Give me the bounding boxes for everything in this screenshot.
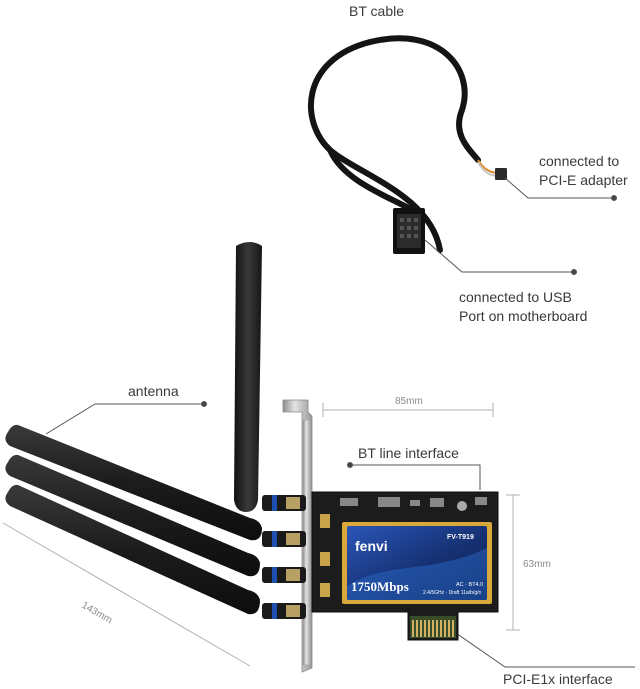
width-dimension: 85mm <box>395 396 423 407</box>
card-spec-line2: 2.4/5GHz · Draft 11a/b/g/n <box>423 590 481 596</box>
height-dimension: 63mm <box>523 559 551 570</box>
antenna-bottom <box>5 484 260 615</box>
card-brand: fenvi <box>355 538 388 554</box>
card-model: FV-T919 <box>447 534 474 541</box>
antenna-middle <box>5 454 260 577</box>
card-spec-line1: AC · BT4.0 <box>456 582 483 588</box>
card-speed: 1750Mbps <box>351 579 409 594</box>
antenna-top <box>5 424 263 541</box>
antenna-vertical <box>234 242 262 512</box>
usb-label-line1: connected to USB <box>459 289 572 305</box>
pcie-adapter-label-line2: PCI-E adapter <box>539 172 628 188</box>
dimension-lines <box>2 403 520 667</box>
pcie-interface-label: PCI-E1x interface <box>503 671 613 687</box>
bt-line-interface-label: BT line interface <box>358 445 459 461</box>
bt-cable-label: BT cable <box>349 3 404 19</box>
antenna-connectors <box>262 495 306 619</box>
wifi-card: fenvi FV-T919 1750Mbps AC · BT4.0 2.4/5G… <box>311 491 499 641</box>
bt-cable <box>308 35 507 254</box>
usb-label-line2: Port on motherboard <box>459 308 588 324</box>
antenna-label: antenna <box>128 383 179 399</box>
pcie-adapter-label-line1: connected to <box>539 153 620 169</box>
